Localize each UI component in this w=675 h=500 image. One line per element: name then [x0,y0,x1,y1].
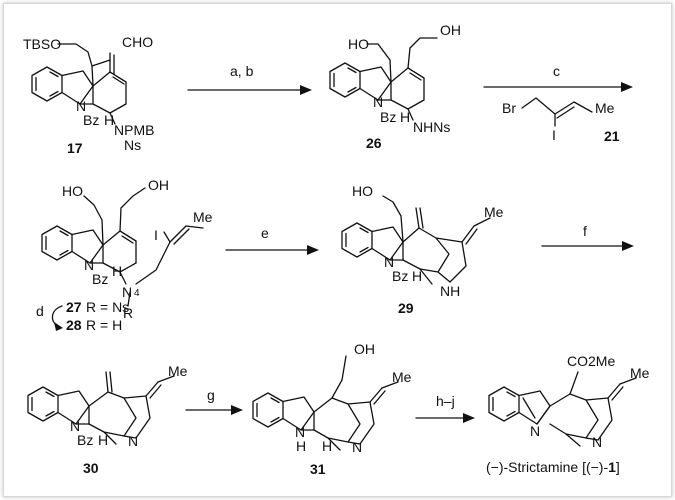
c31-number: 31 [310,461,326,477]
c29-number: 29 [398,300,414,316]
c26-oh: OH [440,22,461,38]
c27-me: Me [193,209,213,225]
c17-npmb: NPMB [114,122,154,138]
c29-h: H [412,268,422,284]
c27-n4: N [122,284,132,300]
strictamine-me: Me [630,365,650,381]
arrow-hj-label: h–j [436,393,455,409]
strictamine-co2me: CO2Me [567,353,615,369]
c17-cho: CHO [122,34,153,50]
strictamine-n-imine: N [530,423,540,439]
c30-bz: Bz [77,432,93,448]
compound-29: HO Me N Bz H NH 29 [341,183,504,316]
compound-17: TBSO CHO N Bz H NPMB Ns 17 [23,34,154,156]
r21-me: Me [595,100,615,116]
r21-br: Br [502,100,516,116]
step-d-label: d [36,303,44,319]
r21-number: 21 [604,128,620,144]
c30-h: H [98,432,108,448]
c17-tbso: TBSO [23,36,61,52]
arrow-c: c [483,63,633,92]
c30-n: N [70,418,80,434]
c29-n: N [384,254,394,270]
c27-legend: 27 R = Ns 28 R = H d [36,299,129,333]
reagent-21: Br I Me 21 [502,97,620,144]
c30-number: 30 [83,460,99,476]
c26-h: H [400,109,410,125]
arrow-ab: a, b [187,63,312,95]
c26-n: N [373,94,383,110]
c27-h: H [112,263,122,279]
c17-ns: Ns [124,137,141,153]
scheme-frame [3,3,672,497]
arrow-c-label: c [553,63,560,79]
legend-27-number: 27 [66,299,82,315]
arrow-e: e [225,225,319,255]
arrow-ab-label: a, b [230,63,254,79]
c30-n-bridge: N [128,433,138,449]
strictamine-name: (−)-Strictamine [(−)-1] [486,459,620,475]
c27-oh: OH [148,177,169,193]
c31-n: N [295,424,305,440]
c31-nh-h: H [296,438,306,454]
compound-26: HO OH N Bz H NHNs 26 [329,22,461,151]
c27-n-indole: N [84,257,94,273]
compound-30: Me N Bz H N 30 [27,363,188,476]
c29-me: Me [484,204,504,220]
c29-ho: HO [352,183,373,199]
c27-ho: HO [62,183,83,199]
c26-nhns: NHNs [413,119,450,135]
c29-nh: NH [440,283,460,299]
arrow-g-label: g [207,387,215,403]
c30-me: Me [168,363,188,379]
arrow-f: f [541,223,634,251]
c17-number: 17 [67,140,83,156]
compound-strictamine: CO2Me Me N N (−)-Strictamine [(−)-1] [486,353,650,475]
c26-ho: HO [348,36,369,52]
c17-h: H [104,112,114,128]
c17-bz: Bz [83,112,99,128]
c29-bz: Bz [392,268,408,284]
arrow-f-label: f [583,223,587,239]
legend-28-number: 28 [66,317,82,333]
c26-bz: Bz [380,109,396,125]
arrow-e-label: e [261,225,269,241]
legend-27-text: R = Ns [86,299,129,315]
r21-i: I [552,127,556,143]
c31-me: Me [392,369,412,385]
compound-31: OH Me N H H N 31 [252,341,412,477]
strictamine-n-bridge: N [592,434,602,450]
c31-h: H [322,438,332,454]
c26-number: 26 [366,135,382,151]
c31-oh: OH [354,341,375,357]
compound-27-28: HO OH Me I N Bz H N 4 R [41,177,213,321]
c27-i: I [154,227,158,243]
c17-n: N [76,98,86,114]
c27-locant-4: 4 [134,288,140,299]
c27-bz: Bz [92,271,108,287]
c27-r: R [123,305,133,321]
arrow-hj: h–j [415,393,475,423]
legend-28-text: R = H [86,317,122,333]
c31-n-bridge: N [352,439,362,455]
arrow-g: g [185,387,243,415]
